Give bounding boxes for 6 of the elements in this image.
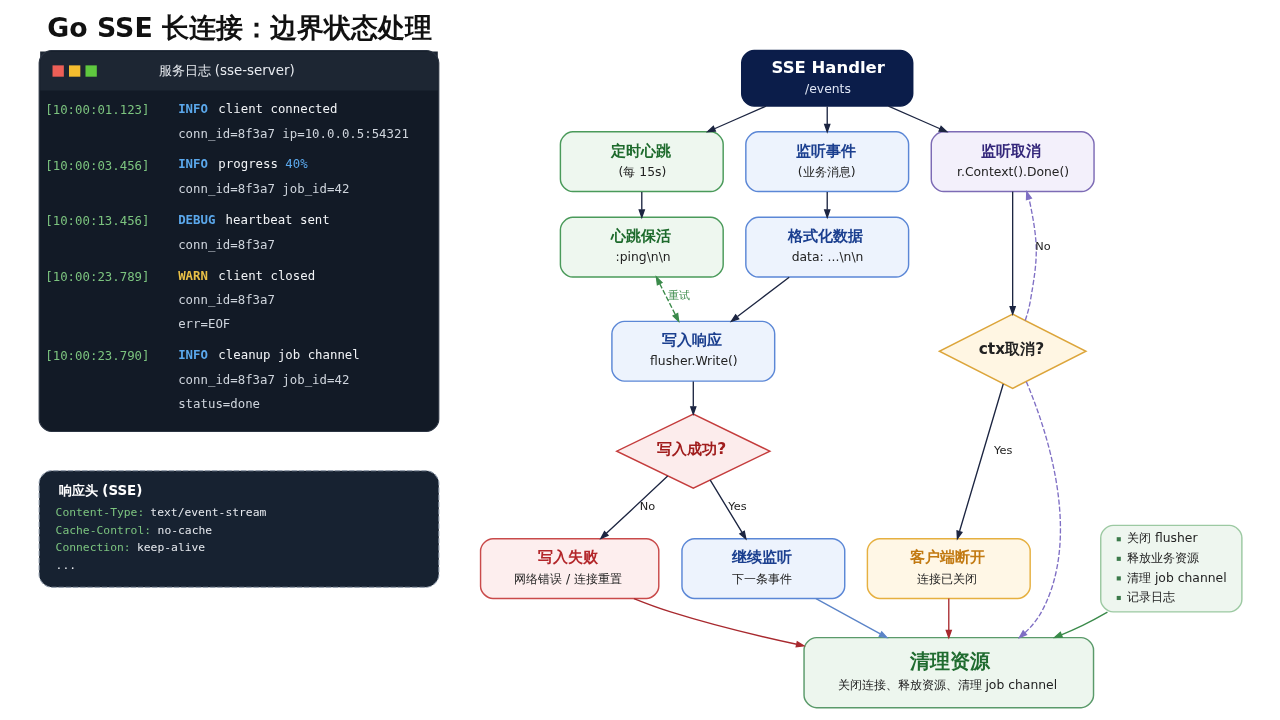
- edge-label: No: [1034, 239, 1051, 254]
- edge-label: 重试: [667, 287, 690, 302]
- diagram-title: Go SSE 长连接：边界状态处理: [46, 11, 432, 43]
- edge-label: Yes: [727, 498, 747, 513]
- edge-label: Yes: [993, 443, 1012, 458]
- edge-label: No: [639, 498, 655, 513]
